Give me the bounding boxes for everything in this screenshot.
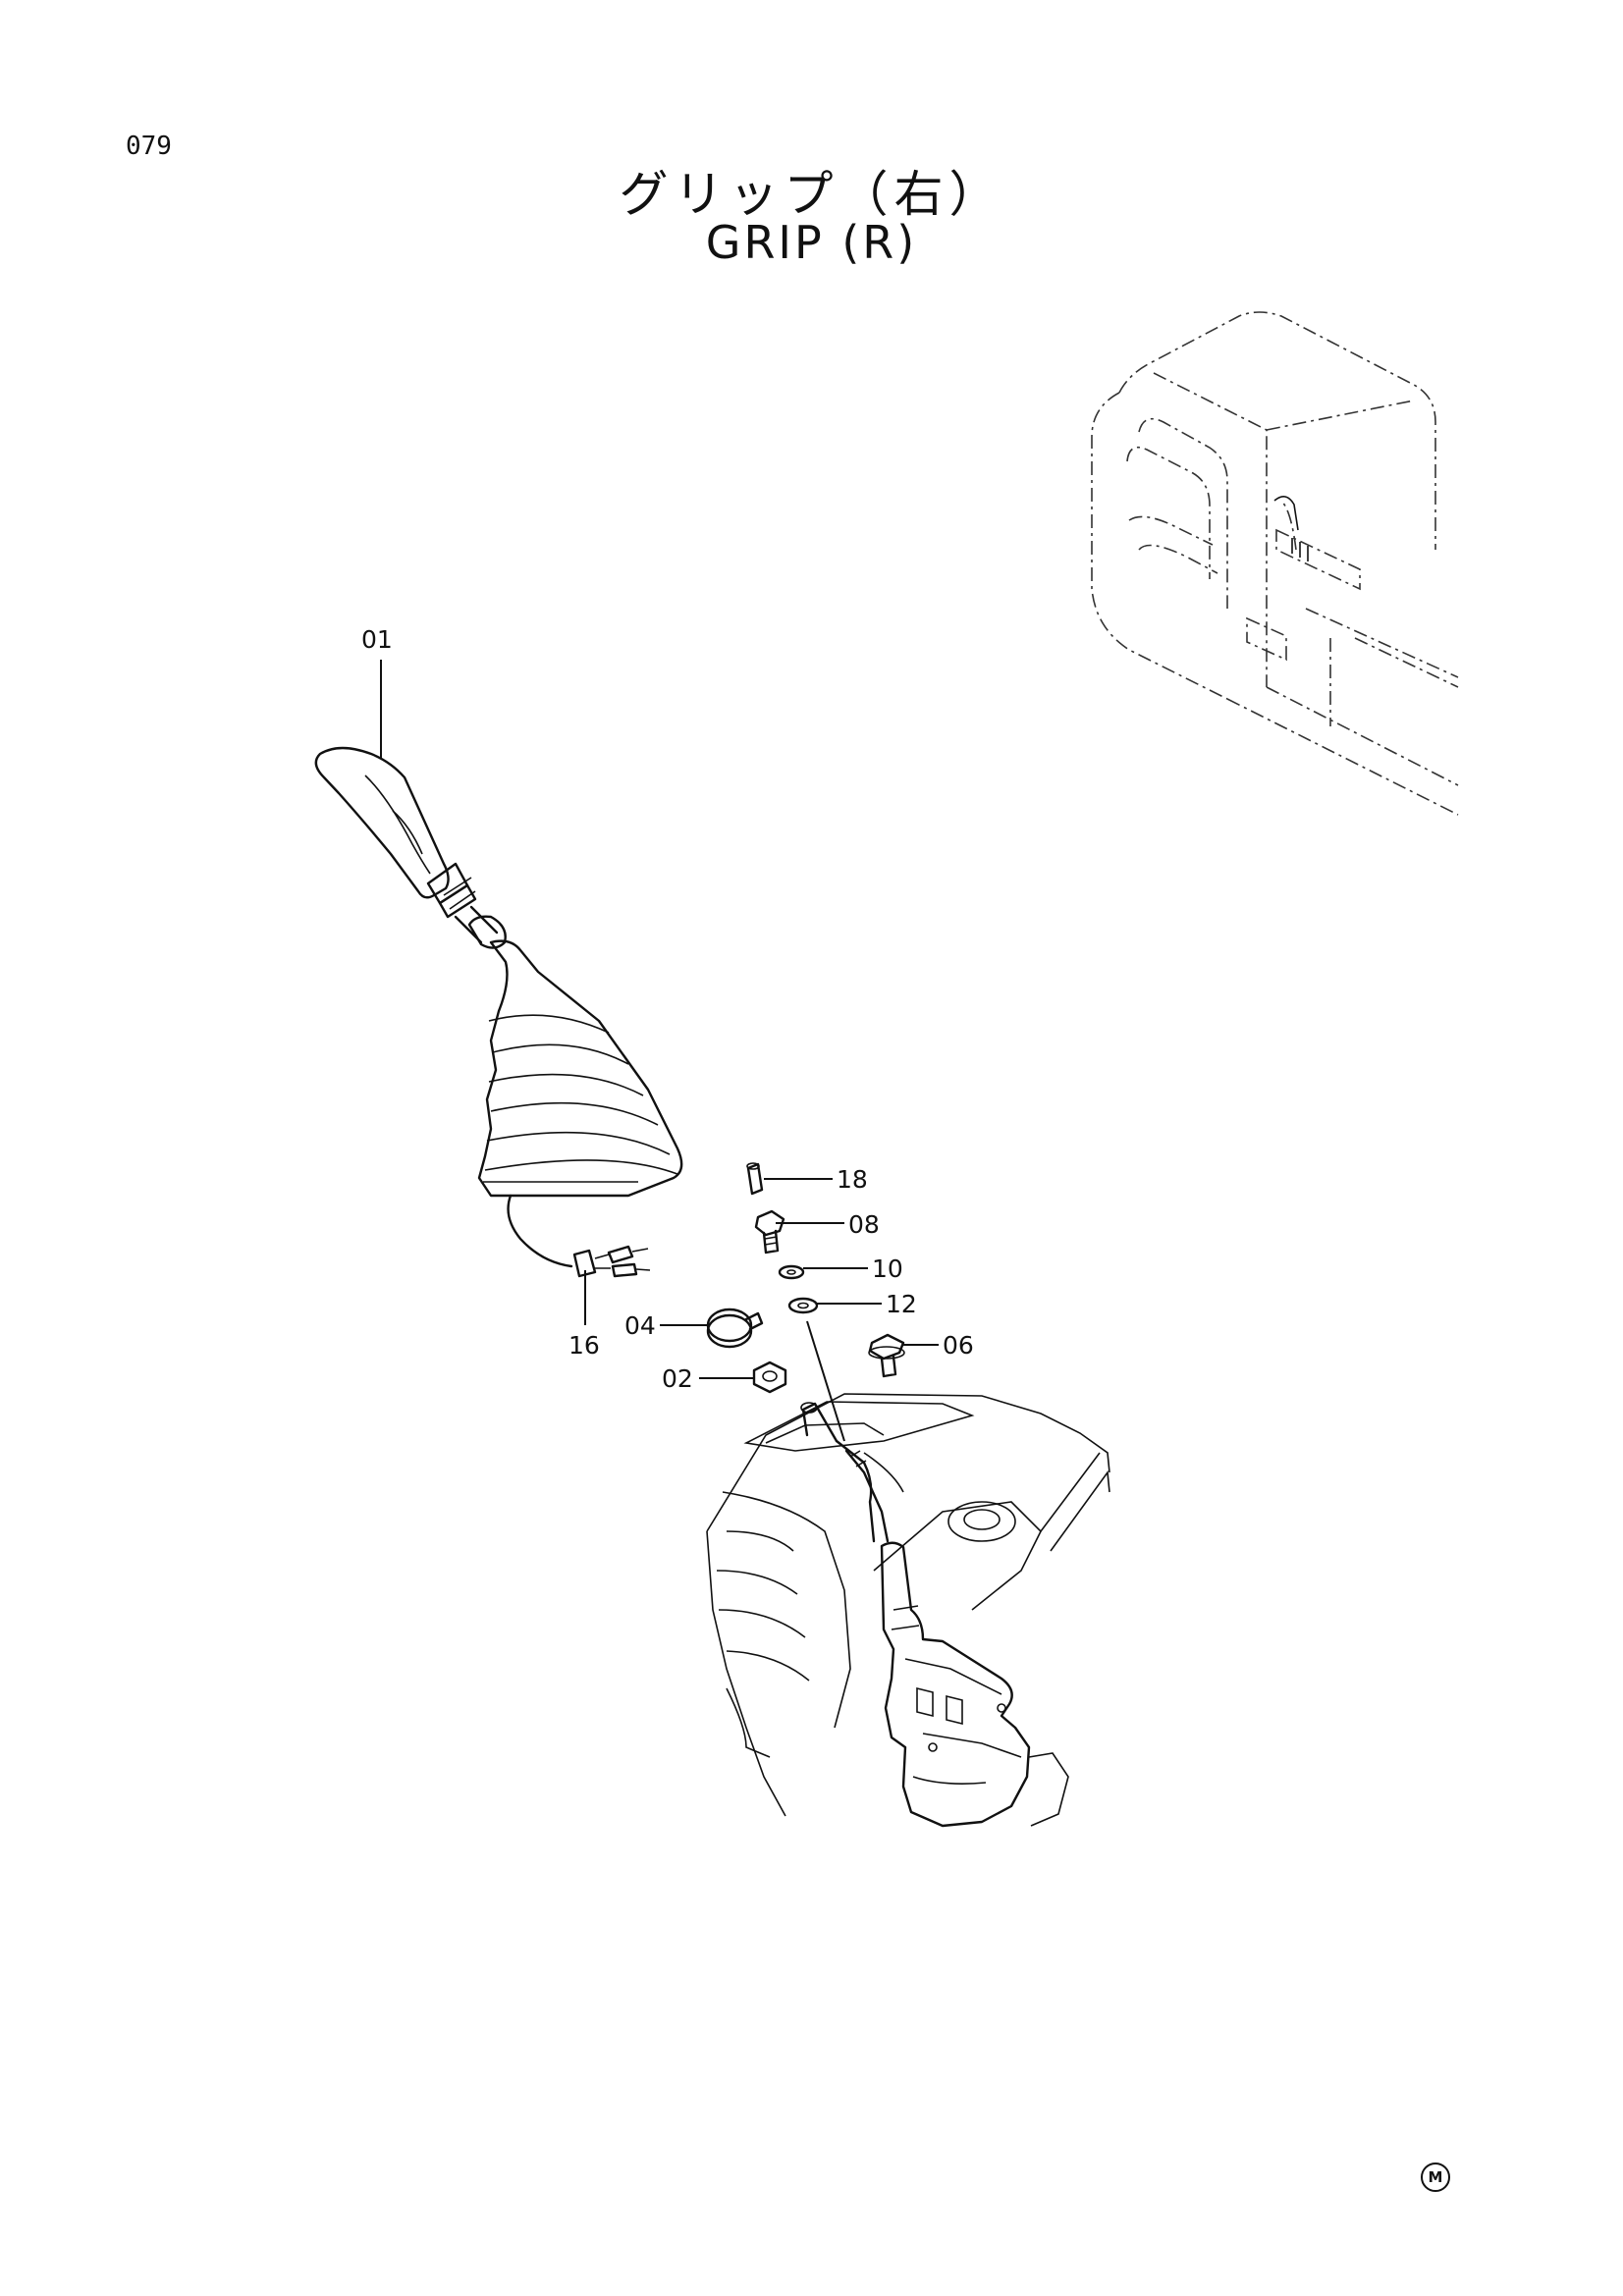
- console-illustration: [706, 1393, 1110, 1828]
- callout-18: 18: [837, 1165, 868, 1194]
- callout-labels: 01 18 08 10 12 16 04 06 02: [361, 625, 974, 1393]
- callout-12: 12: [886, 1290, 917, 1318]
- grip-assembly-illustration: [314, 746, 683, 1278]
- leader-lines: [380, 660, 939, 1442]
- title-japanese: グリップ（右）: [619, 166, 1004, 223]
- callout-06: 06: [943, 1331, 974, 1360]
- callout-01: 01: [361, 625, 393, 654]
- callout-04: 04: [624, 1311, 656, 1340]
- callout-02: 02: [662, 1364, 693, 1393]
- callout-10: 10: [872, 1255, 903, 1283]
- callout-16: 16: [568, 1331, 600, 1360]
- m-mark: M: [1421, 2163, 1450, 2192]
- page-number: 079: [126, 132, 172, 161]
- callout-08: 08: [848, 1210, 880, 1239]
- cab-inset-illustration: [1091, 311, 1459, 816]
- title-english: GRIP (R): [705, 216, 918, 269]
